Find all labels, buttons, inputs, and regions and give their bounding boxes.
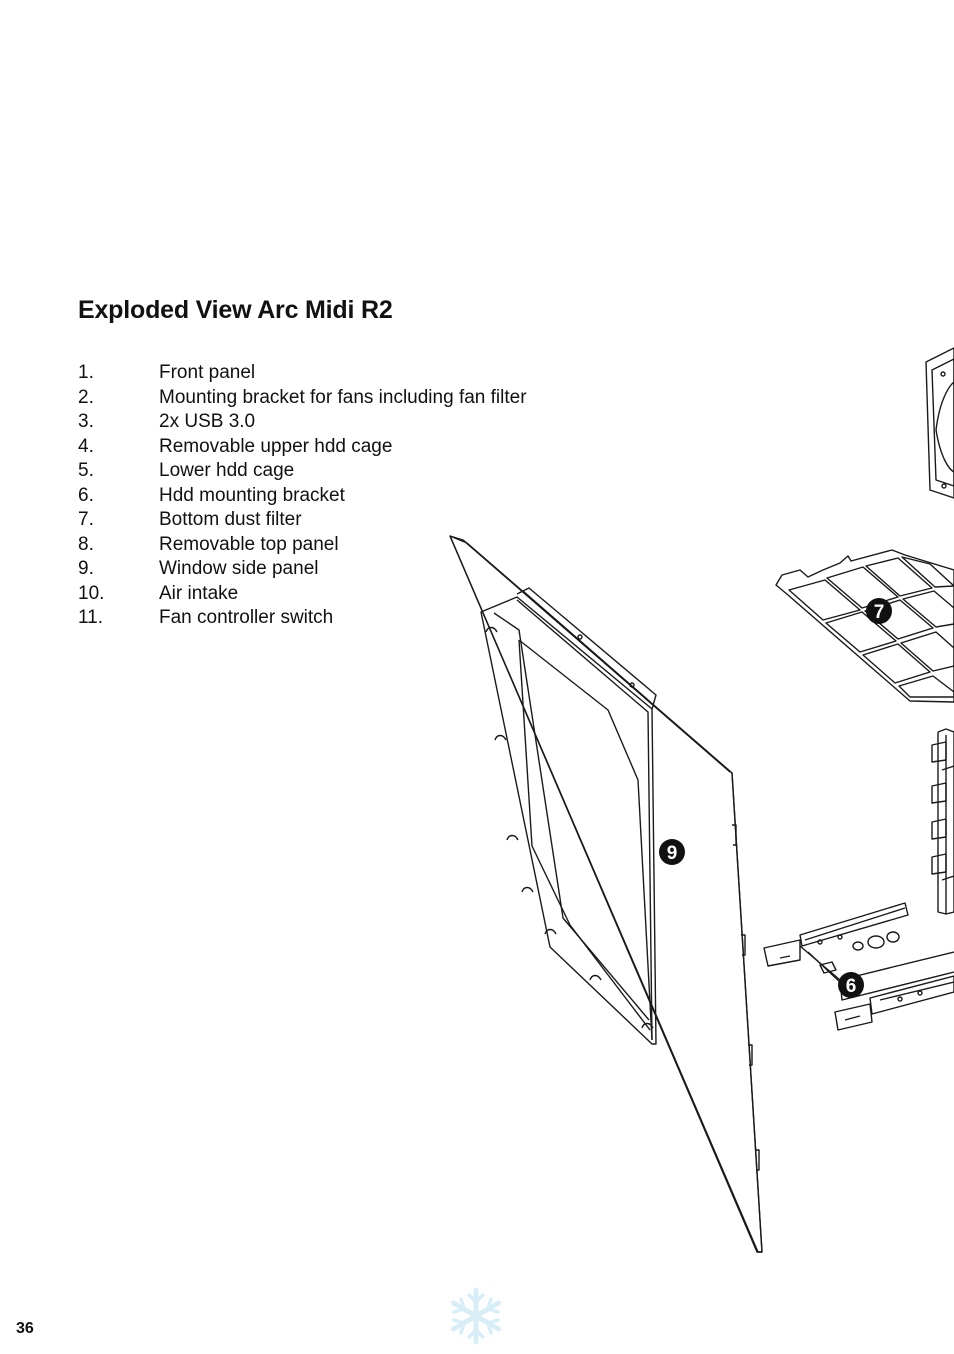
- part-label: Lower hdd cage: [159, 460, 295, 481]
- dust-filter-part: [775, 549, 954, 703]
- part-number: 8.: [78, 533, 94, 555]
- part-label: Mounting bracket for fans including fan …: [159, 386, 527, 408]
- callout-9: 9: [659, 839, 685, 865]
- callout-label: 6: [846, 976, 857, 997]
- part-number: 1.: [78, 362, 94, 383]
- part-number: 3.: [78, 411, 94, 432]
- page-title: Exploded View Arc Midi R2: [78, 296, 393, 324]
- snowflake-icon: [451, 1287, 501, 1345]
- callout-6: 6: [838, 972, 864, 998]
- part-label: Hdd mounting bracket: [159, 484, 345, 506]
- part-number: 9.: [78, 558, 94, 579]
- part-label: Bottom dust filter: [159, 509, 302, 530]
- part-label: Air intake: [159, 582, 239, 604]
- callout-label: 7: [874, 602, 885, 623]
- callout-label: 9: [667, 843, 678, 864]
- part-label: 2x USB 3.0: [159, 411, 256, 432]
- part-number: 6.: [78, 484, 94, 506]
- hdd-bracket-part: [763, 902, 954, 1031]
- window-side-panel-part: [449, 535, 763, 1253]
- part-label: Fan controller switch: [159, 607, 334, 628]
- fan-part: [925, 347, 954, 499]
- hdd-cage-part: [931, 728, 954, 915]
- part-number: 11.: [78, 607, 104, 628]
- callout-7: 7: [866, 598, 892, 624]
- part-label: Removable upper hdd cage: [159, 435, 393, 457]
- part-number: 10.: [78, 582, 105, 604]
- part-label: Window side panel: [159, 558, 319, 579]
- part-label: Front panel: [159, 362, 256, 383]
- part-number: 5.: [78, 460, 94, 481]
- part-number: 4.: [78, 435, 94, 457]
- part-label: Removable top panel: [159, 533, 339, 555]
- part-number: 7.: [78, 509, 94, 530]
- page-number: 36: [16, 1320, 34, 1337]
- part-number: 2.: [78, 386, 94, 408]
